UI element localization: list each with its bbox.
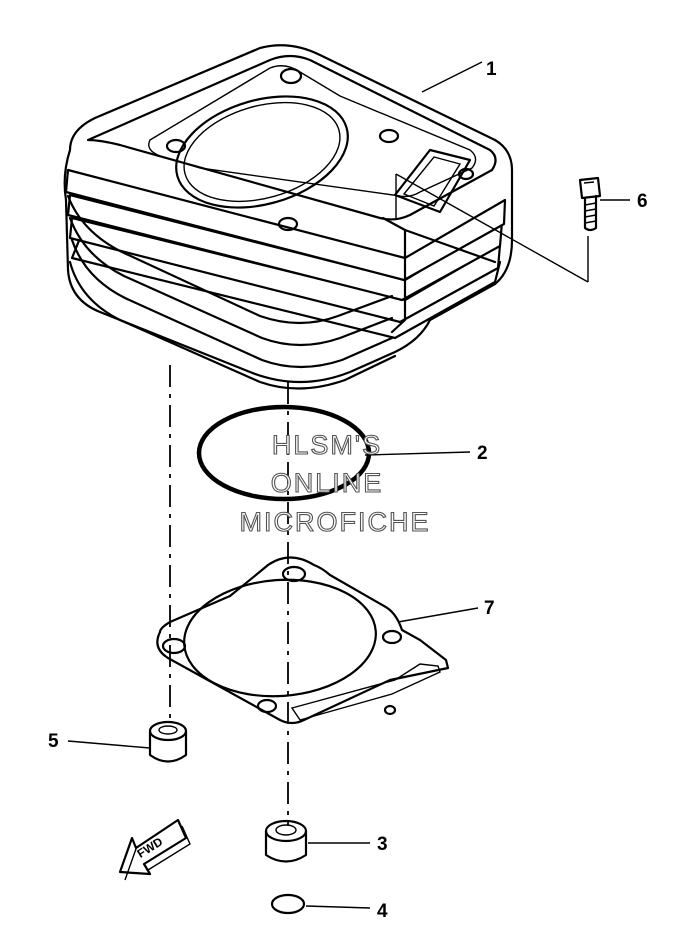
bolt-part xyxy=(578,176,602,232)
dowel-pin-3-part xyxy=(264,819,308,863)
callout-2-label: 2 xyxy=(477,443,488,464)
callout-7-label: 7 xyxy=(484,598,495,619)
cylinder-part xyxy=(63,44,514,390)
assembly-center-lines xyxy=(169,365,289,826)
dowel-pin-5-part xyxy=(148,720,188,763)
fwd-label: FWD xyxy=(135,834,166,861)
small-o-ring-part xyxy=(270,893,306,915)
watermark-line-1: HLSM'S xyxy=(272,430,382,460)
o-ring-part xyxy=(196,404,372,502)
callout-6-label: 6 xyxy=(637,191,648,212)
callout-5-label: 5 xyxy=(48,731,59,752)
forward-direction-arrow-icon: FWD xyxy=(118,818,191,881)
callout-4-label: 4 xyxy=(377,901,388,922)
watermark-line-2: ONLINE xyxy=(271,468,384,498)
callout-3-label: 3 xyxy=(377,834,388,855)
bolt-guide-lines xyxy=(395,173,589,283)
cylinder-gasket-part xyxy=(156,556,450,725)
watermark: HLSM'S ONLINE MICROFICHE xyxy=(239,429,431,537)
watermark-line-3: MICROFICHE xyxy=(240,507,431,537)
callout-1-label: 1 xyxy=(486,59,497,80)
callout-leaders xyxy=(67,61,630,909)
